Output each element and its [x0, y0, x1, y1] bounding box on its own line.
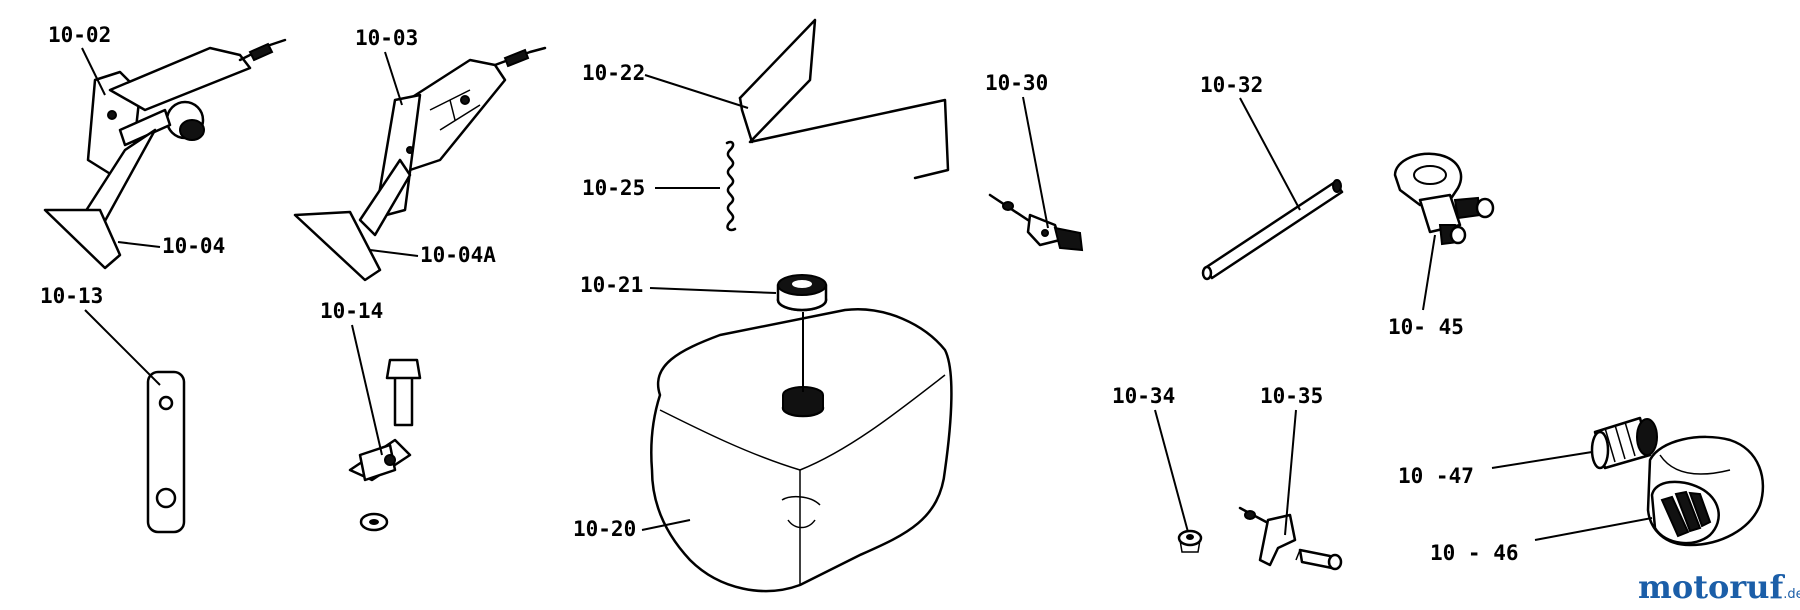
- part-10-13-strap: [146, 370, 186, 534]
- watermark-brand-b: uf: [1746, 568, 1785, 606]
- label-10-34: 10-34: [1112, 384, 1175, 408]
- leader-10-22: [644, 74, 749, 109]
- label-10-04A: 10-04A: [420, 243, 496, 267]
- part-10-30-clip: [988, 193, 1084, 252]
- leader-10-13: [84, 309, 161, 386]
- label-10-35: 10-35: [1260, 384, 1323, 408]
- part-10-02-throttle-control: [43, 38, 287, 270]
- part-10-46-handle-grip: [1646, 435, 1765, 547]
- label-10-02: 10-02: [48, 23, 111, 47]
- leader-10-34: [1154, 409, 1189, 533]
- label-10-32: 10-32: [1200, 73, 1263, 97]
- part-10-21-cap: [776, 274, 828, 312]
- leader-10-04A: [369, 249, 419, 257]
- leader-10-03: [384, 51, 403, 106]
- label-10-13: 10-13: [40, 284, 103, 308]
- label-10-14: 10-14: [320, 299, 383, 323]
- leader-10-45: [1422, 234, 1436, 311]
- watermark-brand-a: motor: [1638, 568, 1747, 606]
- part-10-35-bracket: [1238, 506, 1343, 571]
- leader-10-04: [117, 241, 161, 248]
- leader-10-35: [1284, 409, 1297, 536]
- part-10-03-throttle-control: [293, 46, 547, 282]
- label-10-20: 10-20: [573, 517, 636, 541]
- label-10-47: 10 -47: [1398, 464, 1474, 488]
- leader-10-21: [649, 287, 777, 294]
- leader-10-02: [81, 47, 106, 96]
- leader-10-47: [1491, 451, 1593, 469]
- part-10-22-rod: [738, 18, 950, 180]
- label-10-03: 10-03: [355, 26, 418, 50]
- motoruf-watermark: motoruf.de: [1638, 568, 1800, 606]
- label-10-25: 10-25: [582, 176, 645, 200]
- label-10-22: 10-22: [582, 61, 645, 85]
- label-10-21: 10-21: [580, 273, 643, 297]
- leader-10-14: [351, 324, 383, 456]
- label-10-04: 10-04: [162, 234, 225, 258]
- leader-10-20: [641, 519, 691, 531]
- leader-10-32: [1239, 97, 1301, 211]
- watermark-suffix: .de: [1783, 587, 1800, 602]
- label-10-46: 10 - 46: [1430, 541, 1519, 565]
- leader-10-30: [1022, 96, 1049, 229]
- part-10-45-clamp: [1393, 152, 1495, 246]
- part-10-47-fitting: [1590, 416, 1658, 470]
- leader-10-46: [1534, 517, 1653, 541]
- part-10-25-spring: [725, 140, 737, 232]
- part-10-34-washer: [1177, 529, 1203, 553]
- part-10-14-bracket: [348, 358, 422, 532]
- label-10-30: 10-30: [985, 71, 1048, 95]
- part-10-20-fuel-tank: [650, 307, 953, 593]
- part-10-32-shaft: [1201, 179, 1344, 281]
- label-10-45: 10- 45: [1388, 315, 1464, 339]
- svg-text:motoruf.de: motoruf.de: [1638, 568, 1800, 606]
